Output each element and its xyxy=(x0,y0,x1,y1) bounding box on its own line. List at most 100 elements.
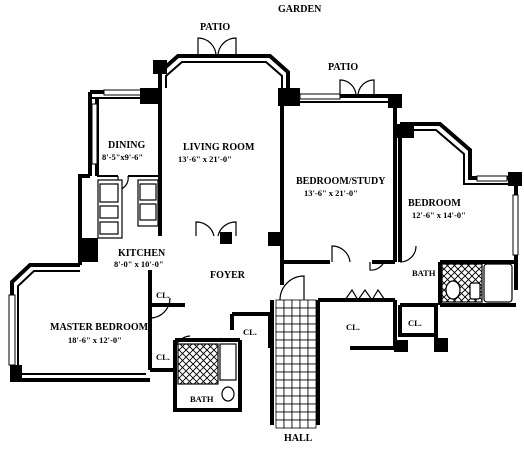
floor-tile xyxy=(275,355,285,365)
foyer-label: FOYER xyxy=(210,270,246,281)
floor-tile xyxy=(275,299,285,309)
floor-tile xyxy=(307,331,317,341)
floor-tile xyxy=(307,307,317,317)
floor-tile xyxy=(291,307,301,317)
floor-tile xyxy=(299,307,309,317)
floor-tile xyxy=(307,323,317,333)
floor-tile xyxy=(291,387,301,397)
floor-tile xyxy=(283,339,293,349)
floor-tile xyxy=(291,395,301,405)
floor-tile xyxy=(307,339,317,349)
garden-label: GARDEN xyxy=(278,4,322,15)
labels: GARDEN PATIO PATIO LIVING ROOM 13'-6" x … xyxy=(50,4,466,444)
floor-tile xyxy=(299,363,309,373)
floor-tile xyxy=(307,347,317,357)
floor-tile xyxy=(299,339,309,349)
floor-tile xyxy=(307,387,317,397)
bedroom-study-label: BEDROOM/STUDY xyxy=(296,176,386,187)
floor-tile xyxy=(275,403,285,413)
floor-tile xyxy=(307,315,317,325)
bedroom-study-size: 13'-6" x 21'-0" xyxy=(304,188,358,198)
floor-tile xyxy=(299,371,309,381)
floor-tile xyxy=(275,371,285,381)
floor-tile xyxy=(299,323,309,333)
closet-label-bedroom: CL. xyxy=(408,318,422,328)
hall-corridor xyxy=(275,299,317,429)
bath-label-master: BATH xyxy=(190,394,214,404)
closet-label-master-lower: CL. xyxy=(156,352,170,362)
kitchen-fixtures xyxy=(97,179,159,239)
floor-tile xyxy=(283,403,293,413)
floor-tile xyxy=(299,379,309,389)
bedroom-size: 12'-6" x 14'-0" xyxy=(412,210,466,220)
dining-size: 8'-5"x9'-6" xyxy=(102,152,143,162)
master-bedroom-size: 18'-6" x 12'-0" xyxy=(68,335,122,345)
hall-label: HALL xyxy=(284,433,313,444)
floor-tile xyxy=(275,347,285,357)
floor-tile xyxy=(283,379,293,389)
floor-tile xyxy=(299,347,309,357)
floor-tile xyxy=(283,387,293,397)
columns xyxy=(10,60,522,379)
floor-tile xyxy=(307,411,317,421)
bedroom-label: BEDROOM xyxy=(408,198,461,209)
floor-tile xyxy=(283,331,293,341)
floor-tile xyxy=(275,411,285,421)
floor-tile xyxy=(283,355,293,365)
living-room-label: LIVING ROOM xyxy=(183,142,255,153)
closet-label-foyer: CL. xyxy=(243,327,257,337)
floor-tile xyxy=(291,411,301,421)
floor-tile xyxy=(299,299,309,309)
closet-label-hall: CL. xyxy=(346,322,360,332)
floor-tile xyxy=(299,331,309,341)
floor-tile xyxy=(299,315,309,325)
floor-tile xyxy=(283,323,293,333)
floor-tile xyxy=(291,339,301,349)
bath-label-right: BATH xyxy=(412,268,436,278)
floor-tile xyxy=(307,419,317,429)
floor-tile xyxy=(275,331,285,341)
floor-tile xyxy=(283,411,293,421)
master-bedroom-label: MASTER BEDROOM xyxy=(50,322,149,333)
kitchen-label: KITCHEN xyxy=(118,248,166,259)
floor-tile xyxy=(299,387,309,397)
floor-tile xyxy=(291,419,301,429)
floor-tile xyxy=(283,307,293,317)
kitchen-size: 8'-0" x 10'-0" xyxy=(114,259,164,269)
floor-tile xyxy=(283,347,293,357)
floor-tile xyxy=(291,355,301,365)
floor-tile xyxy=(283,371,293,381)
floor-tile xyxy=(299,395,309,405)
floor-tile xyxy=(299,403,309,413)
floor-tile xyxy=(299,411,309,421)
dining-label: DINING xyxy=(108,140,145,151)
floor-tile xyxy=(307,371,317,381)
floor-tile xyxy=(291,379,301,389)
closet-label-master-upper: CL. xyxy=(156,290,170,300)
floor-tile xyxy=(283,315,293,325)
floor-tile xyxy=(307,363,317,373)
floor-tile xyxy=(299,419,309,429)
floor-tile xyxy=(275,339,285,349)
floor-tile xyxy=(307,379,317,389)
floor-tile xyxy=(283,299,293,309)
floor-tile xyxy=(291,363,301,373)
floor-tile xyxy=(275,419,285,429)
floor-tile xyxy=(291,371,301,381)
patio-label-left: PATIO xyxy=(200,22,230,33)
floor-tile xyxy=(275,395,285,405)
floor-tile xyxy=(275,315,285,325)
floor-tile xyxy=(307,355,317,365)
floor-tile xyxy=(307,299,317,309)
floor-tile xyxy=(291,347,301,357)
patio-label-right: PATIO xyxy=(328,62,358,73)
floor-tile xyxy=(283,363,293,373)
floor-tile xyxy=(275,307,285,317)
floor-tile xyxy=(275,363,285,373)
floor-tile xyxy=(291,331,301,341)
floor-tile xyxy=(299,355,309,365)
floor-tile xyxy=(291,403,301,413)
floor-tile xyxy=(291,315,301,325)
floor-tile xyxy=(283,419,293,429)
